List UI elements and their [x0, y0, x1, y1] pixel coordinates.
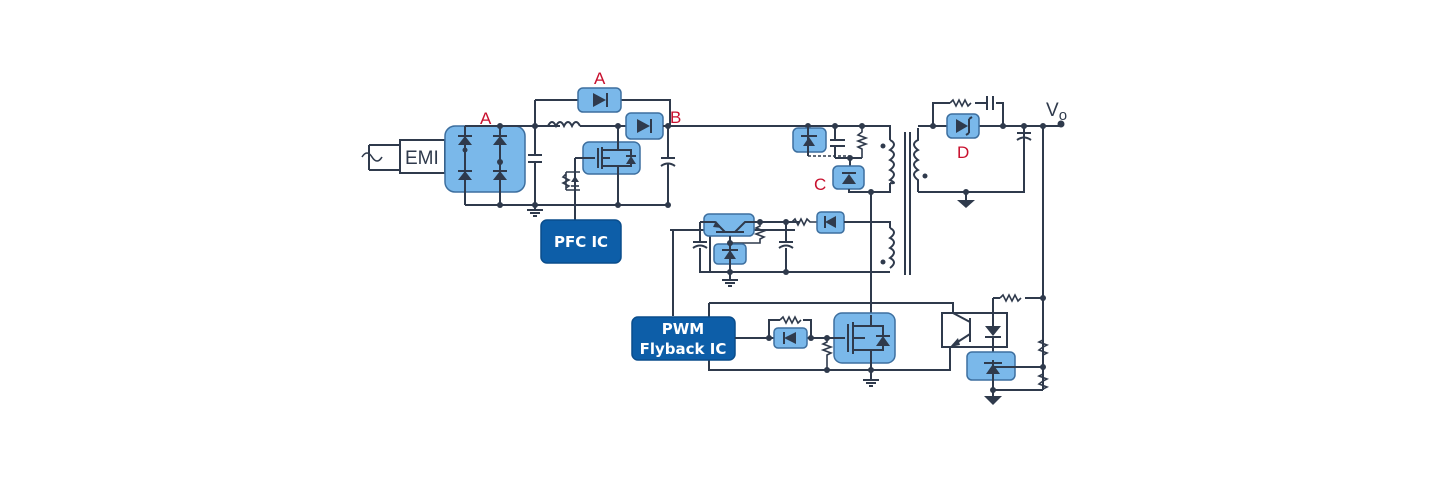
pfc-ic-box	[540, 219, 622, 264]
capacitor-icon	[692, 222, 710, 273]
clamp-tvs	[792, 126, 827, 156]
output-voltage-label: Vo	[1046, 100, 1067, 124]
pfc-ic: PFC IC	[540, 219, 622, 264]
boost-diode	[625, 112, 664, 140]
diode-icon	[842, 172, 856, 184]
diode-icon	[493, 135, 507, 145]
shunt-regulator	[966, 351, 1043, 390]
inductor-icon	[547, 121, 630, 129]
ground-icon	[863, 370, 879, 387]
zener-icon	[984, 360, 1043, 390]
diode-icon	[458, 135, 472, 145]
mosfet-icon	[830, 315, 890, 370]
resistor-icon	[949, 98, 972, 108]
mosfet-icon	[575, 126, 636, 205]
diode-icon	[593, 93, 608, 107]
resistor-icon	[791, 217, 817, 227]
diode-icon	[458, 170, 472, 180]
ground-icon	[984, 396, 1002, 405]
optocoupler-box	[941, 312, 1008, 348]
clamp-diode	[832, 165, 865, 190]
resistor-icon	[779, 315, 802, 325]
resistor-icon	[999, 293, 1022, 303]
capacitor-icon	[660, 126, 676, 205]
resistor-icon	[820, 338, 834, 370]
resistor-icon	[730, 222, 767, 244]
transformer-icon	[880, 128, 928, 275]
capacitor-icon	[528, 100, 542, 205]
diode-icon	[824, 216, 836, 228]
diode-icon	[783, 332, 796, 344]
bridge-marker-a: A	[480, 109, 492, 128]
gate-diode	[773, 327, 808, 349]
zener-icon	[801, 126, 817, 156]
pwm-ic-label-line2: Flyback IC	[640, 340, 727, 358]
snubber-capacitor	[830, 126, 845, 158]
output-marker-d: D	[957, 143, 969, 162]
pwm-ic: PWM Flyback IC	[631, 316, 736, 361]
bridge-rectifier-box	[444, 125, 526, 193]
diode-icon	[956, 116, 973, 136]
ground-icon	[527, 205, 543, 217]
main-mosfet	[830, 312, 896, 370]
bypass-marker-a: A	[594, 69, 606, 88]
snubber-resistor	[855, 126, 869, 158]
diode-icon	[637, 119, 652, 133]
pfc-mosfet	[575, 126, 641, 205]
optocoupler-icon	[941, 312, 1008, 348]
pfc-ic-label: PFC IC	[554, 233, 608, 251]
pwm-ic-label-line1: PWM	[662, 320, 704, 338]
emi-filter: EMI	[399, 139, 465, 174]
clamp-marker-c: C	[814, 175, 826, 194]
zener-regulator	[713, 236, 747, 280]
capacitor-icon	[986, 96, 994, 110]
emi-label: EMI	[405, 148, 439, 169]
boost-marker-b: B	[670, 108, 681, 127]
bypass-diode	[577, 87, 622, 113]
capacitor-icon	[778, 222, 794, 272]
emi-filter-box	[399, 139, 446, 174]
ac-source-icon	[361, 144, 400, 171]
ground-icon	[722, 272, 738, 287]
bridge-rectifier	[444, 125, 526, 205]
diode-icon	[493, 170, 507, 180]
aux-diode	[816, 211, 845, 234]
gate-network	[561, 158, 580, 220]
output-rectifier	[946, 113, 980, 139]
